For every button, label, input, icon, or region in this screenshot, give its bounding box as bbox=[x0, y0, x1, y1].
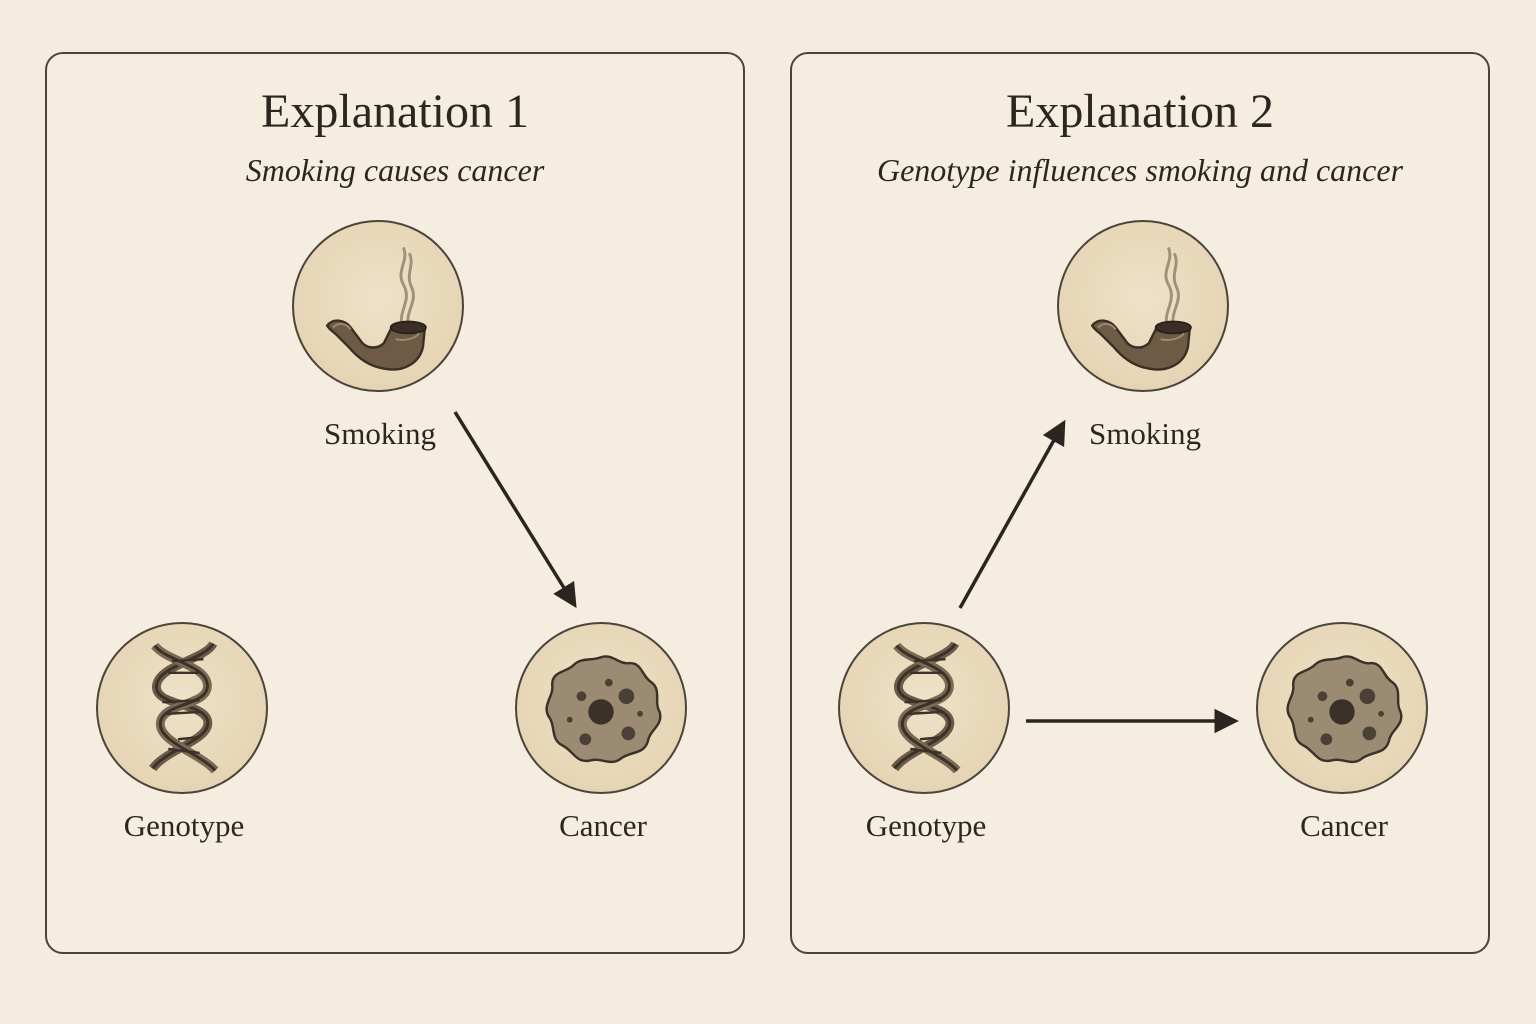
panel-title: Explanation 2 bbox=[1006, 85, 1274, 138]
cancer-node: Cancer bbox=[1256, 622, 1432, 843]
dna-icon bbox=[149, 640, 219, 774]
explanation-2-panel: Explanation 2 Genotype influences smokin… bbox=[790, 52, 1490, 954]
smoking-node: Smoking bbox=[1057, 220, 1233, 451]
genotype-node: Genotype bbox=[96, 622, 272, 843]
cancer-circle bbox=[1256, 622, 1428, 794]
smoking-label: Smoking bbox=[324, 416, 436, 451]
cancer-circle bbox=[515, 622, 687, 794]
dna-icon bbox=[891, 640, 961, 774]
smoking-circle bbox=[292, 220, 464, 392]
cancer-label: Cancer bbox=[1300, 808, 1388, 843]
panel-subtitle: Smoking causes cancer bbox=[245, 152, 545, 188]
genotype-node: Genotype bbox=[838, 622, 1014, 843]
pipe-icon bbox=[1090, 246, 1192, 371]
pipe-icon bbox=[325, 246, 427, 371]
cancer-label: Cancer bbox=[559, 808, 647, 843]
genotype-label: Genotype bbox=[123, 808, 245, 843]
cancer-cell-icon bbox=[545, 655, 662, 764]
cancer-cell-icon bbox=[1286, 655, 1403, 764]
genotype-label: Genotype bbox=[865, 808, 987, 843]
explanation-1-panel: Explanation 1 Smoking causes cancer Smok… bbox=[45, 52, 745, 954]
smoking-label: Smoking bbox=[1089, 416, 1201, 451]
panel-subtitle: Genotype influences smoking and cancer bbox=[876, 152, 1404, 188]
smoking-circle bbox=[1057, 220, 1229, 392]
genotype-circle bbox=[838, 622, 1010, 794]
panel-title: Explanation 1 bbox=[261, 85, 529, 138]
cancer-node: Cancer bbox=[515, 622, 691, 843]
smoking-node: Smoking bbox=[292, 220, 468, 451]
genotype-circle bbox=[96, 622, 268, 794]
